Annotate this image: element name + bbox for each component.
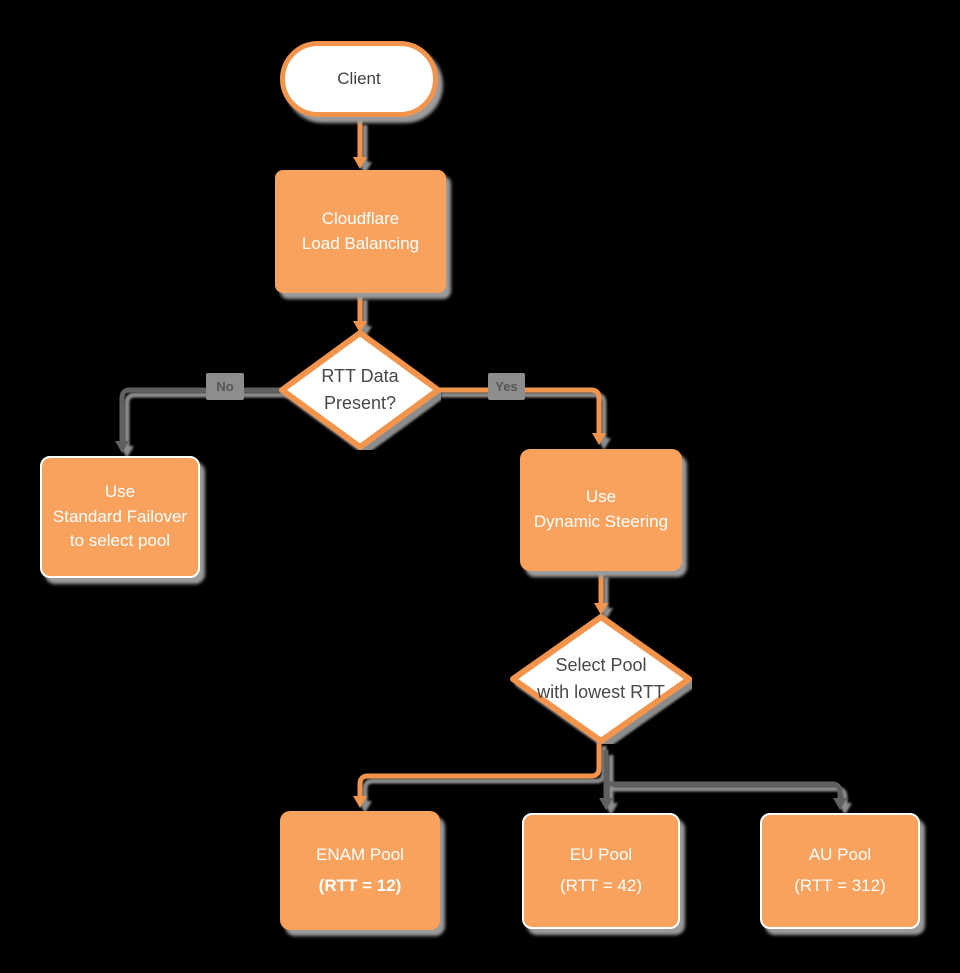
edge-loadbalancing-to-rttdecision	[353, 295, 367, 333]
eu-pool-rtt: (RTT = 42)	[559, 876, 643, 895]
edge-yes-to-dynamic-steering	[436, 387, 606, 445]
node-client: Client	[280, 41, 438, 117]
edge-selectpool-to-au	[603, 760, 847, 810]
node-au-pool: AU Pool (RTT = 312)	[760, 813, 920, 929]
node-select-pool: Select Pool with lowest RTT	[510, 614, 692, 744]
rtt-decision-diamond-shape	[279, 330, 441, 450]
edge-dynamicsteering-to-selectpool	[594, 572, 608, 615]
edge-client-to-loadbalancing	[353, 120, 367, 169]
edge-selectpool-to-enam	[353, 741, 602, 808]
enam-pool-rtt: (RTT = 12)	[318, 875, 402, 895]
node-client-label: Client	[337, 69, 381, 88]
enam-pool-name: ENAM Pool	[316, 844, 404, 864]
node-load-balancing: Cloudflare Load Balancing	[275, 170, 446, 293]
node-dynamic-steering-label: Use Dynamic Steering	[533, 487, 669, 531]
node-standard-failover-label: Use Standard Failover to select pool	[52, 482, 188, 551]
select-pool-diamond-shape	[510, 614, 692, 744]
edge-label-yes: Yes	[488, 373, 525, 400]
node-dynamic-steering: Use Dynamic Steering	[520, 449, 682, 571]
edge-no-to-standard-failover	[115, 387, 284, 453]
au-pool-rtt: (RTT = 312)	[794, 876, 886, 895]
au-pool-name: AU Pool	[808, 845, 872, 865]
node-standard-failover: Use Standard Failover to select pool	[40, 456, 200, 578]
node-rtt-decision: RTT Data Present?	[279, 330, 441, 450]
eu-pool-name: EU Pool	[569, 845, 633, 865]
node-rtt-decision-label: RTT Data Present?	[321, 366, 399, 413]
node-select-pool-label: Select Pool with lowest RTT	[537, 655, 665, 702]
node-enam-pool: ENAM Pool (RTT = 12)	[280, 811, 440, 930]
node-load-balancing-label: Cloudflare Load Balancing	[301, 208, 420, 253]
edge-label-no: No	[206, 373, 244, 400]
node-eu-pool: EU Pool (RTT = 42)	[522, 813, 680, 929]
